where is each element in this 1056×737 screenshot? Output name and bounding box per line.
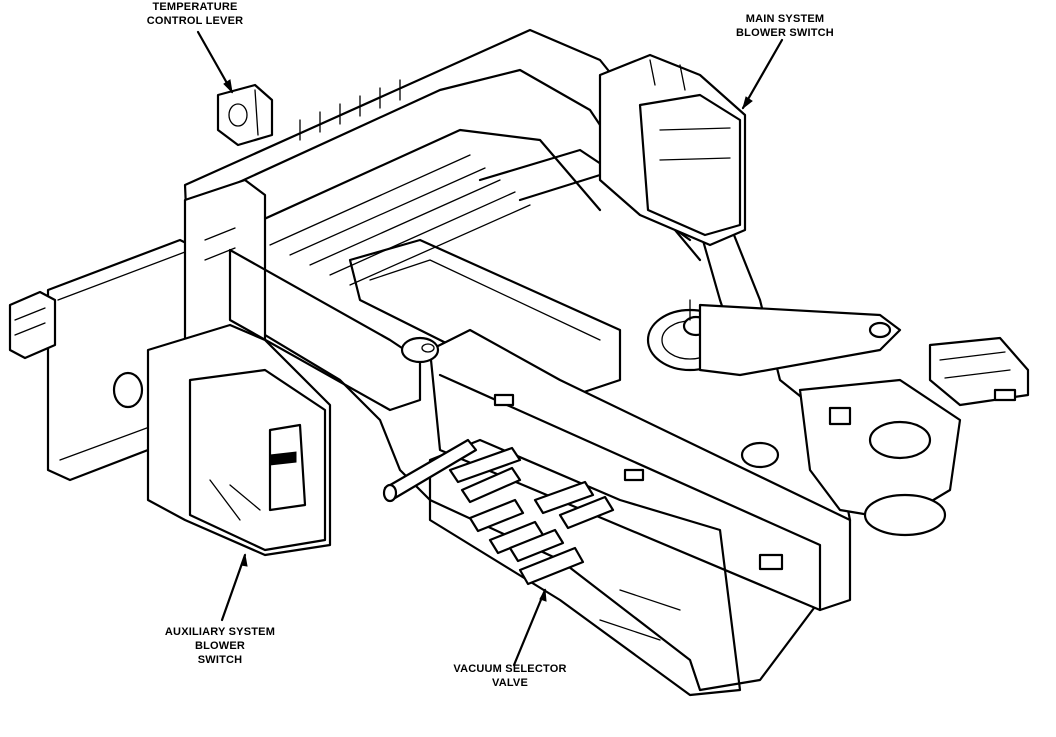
temperature-control-lever-label-line-2: CONTROL LEVER xyxy=(146,15,244,27)
auxiliary-system-blower-switch-label-line-2: BLOWER xyxy=(194,640,246,652)
temperature-control-lever-label-line-1: TEMPERATURE xyxy=(152,1,238,13)
main-system-blower-switch-label: MAIN SYSTEM BLOWER SWITCH xyxy=(725,12,845,40)
linkage-arm xyxy=(698,303,902,377)
vacuum-ports xyxy=(382,438,615,586)
auxiliary-system-blower-switch-label: AUXILIARY SYSTEM BLOWER SWITCH xyxy=(155,625,285,667)
vacuum-selector-valve-label: VACUUM SELECTOR VALVE xyxy=(445,662,575,690)
fasteners xyxy=(112,336,780,469)
leader-lines xyxy=(196,30,784,667)
auxiliary-system-blower-switch-label-line-3: SWITCH xyxy=(197,654,243,666)
lower-right-mechanism xyxy=(798,378,962,537)
vacuum-selector-valve-label-line-2: VALVE xyxy=(491,677,529,689)
right-connector xyxy=(928,336,1030,407)
vacuum-selector-valve-label-line-1: VACUUM SELECTOR xyxy=(453,663,567,675)
temperature-control-lever-knob xyxy=(216,83,274,147)
main-system-blower-switch xyxy=(598,53,747,247)
main-system-blower-switch-label-line-1: MAIN SYSTEM xyxy=(745,13,825,25)
vacuum-selector-valve xyxy=(428,328,852,697)
temperature-control-lever-label: TEMPERATURE CONTROL LEVER xyxy=(140,0,250,28)
main-system-blower-switch-label-line-2: BLOWER SWITCH xyxy=(736,27,834,39)
left-clip xyxy=(8,290,57,360)
auxiliary-system-blower-switch-label-line-1: AUXILIARY SYSTEM xyxy=(164,626,276,638)
auxiliary-system-blower-switch xyxy=(146,323,332,557)
